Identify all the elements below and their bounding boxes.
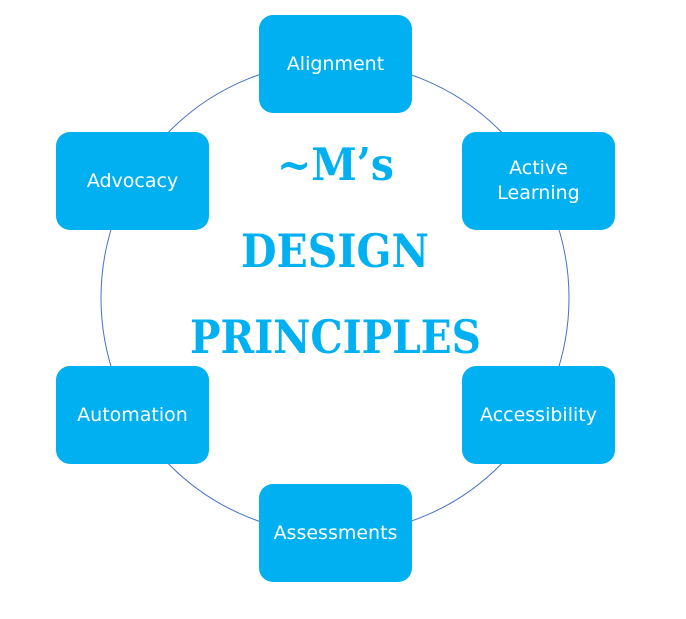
title-line-2: DESIGN xyxy=(241,224,429,278)
node-active-learning: Active Learning xyxy=(462,132,615,230)
node-automation: Automation xyxy=(56,366,209,464)
node-alignment: Alignment xyxy=(259,15,412,113)
node-assessments: Assessments xyxy=(259,484,412,582)
title-line-1: ~M’s xyxy=(277,138,394,191)
title-line-3: PRINCIPLES xyxy=(190,310,481,364)
node-advocacy: Advocacy xyxy=(56,132,209,230)
node-label: Accessibility xyxy=(480,403,597,426)
node-label: Automation xyxy=(77,403,188,426)
node-accessibility: Accessibility xyxy=(462,366,615,464)
node-label: Advocacy xyxy=(86,169,179,192)
node-label: Alignment xyxy=(286,52,385,75)
node-label: Assessments xyxy=(273,521,398,544)
node-label: Active Learning xyxy=(497,157,580,204)
